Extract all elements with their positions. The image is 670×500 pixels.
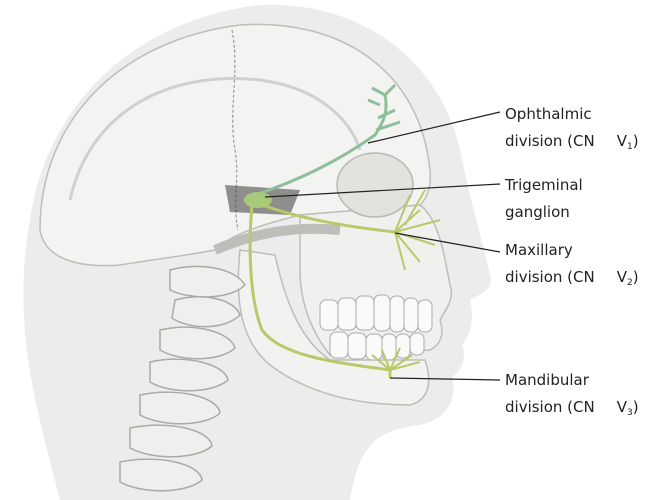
label-line: Ophthalmic	[505, 105, 592, 123]
nerve-subscript: 2	[626, 278, 633, 288]
nerve-symbol: V	[616, 268, 627, 286]
leader-ganglion	[264, 183, 501, 198]
label-line: division (CN	[505, 132, 595, 150]
leader-maxillary	[394, 232, 501, 253]
label-ganglion: Trigeminal ganglion	[505, 172, 583, 226]
trigeminal-ganglion	[244, 192, 272, 208]
leader-ophthalmic	[367, 111, 501, 144]
orbit	[336, 152, 414, 218]
label-line: ganglion	[505, 203, 570, 221]
nerve-symbol: V	[616, 398, 627, 416]
ophthalmic-nerve	[254, 83, 401, 197]
mandibular-nerve	[248, 204, 421, 378]
teeth	[319, 294, 433, 361]
nerve-subscript: 1	[626, 142, 633, 152]
nerve-subscript: 3	[626, 408, 633, 418]
mandible	[237, 249, 430, 406]
label-line: Maxillary	[505, 241, 573, 259]
temporal-line	[68, 77, 362, 201]
coronal-suture	[231, 29, 239, 231]
cervical-spine	[119, 265, 246, 492]
leader-mandibular	[389, 377, 501, 381]
label-line: Mandibular	[505, 371, 589, 389]
label-line: division (CN	[505, 268, 595, 286]
label-line: Trigeminal	[505, 176, 583, 194]
maxillary-nerve	[261, 189, 441, 271]
zygomatic-arch	[213, 223, 341, 255]
label-line: division (CN	[505, 398, 595, 416]
cranium	[39, 23, 432, 267]
nerve-symbol: V	[616, 132, 627, 150]
leader-lines	[264, 111, 501, 381]
